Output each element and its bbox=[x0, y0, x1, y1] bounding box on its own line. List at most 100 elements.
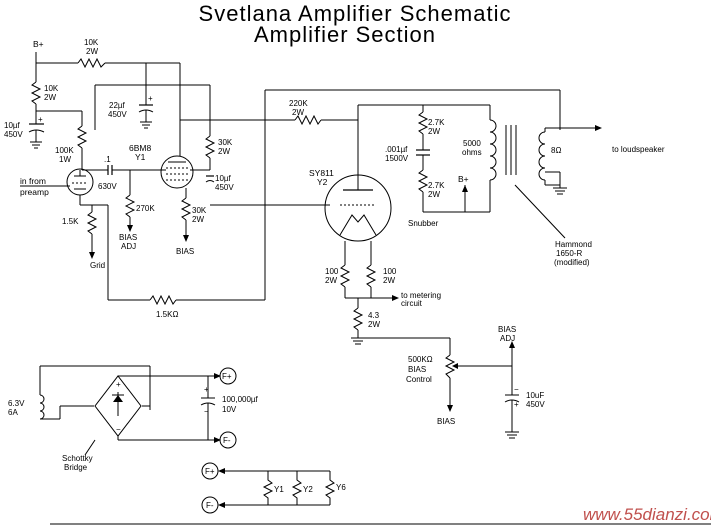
label-bplus-top: B+ bbox=[33, 39, 44, 49]
label-bridge: Bridge bbox=[64, 463, 88, 472]
bias-control bbox=[360, 337, 520, 439]
label-snubber: Snubber bbox=[408, 219, 439, 228]
label-6a: 6A bbox=[8, 408, 18, 417]
label-y2-heater: Y2 bbox=[303, 485, 313, 494]
label-bias-bottom: BIAS bbox=[437, 417, 455, 426]
capacitor-10uf-left bbox=[28, 118, 45, 149]
resistor-1p5k bbox=[79, 195, 109, 300]
label-6bm8: 6BM8 bbox=[129, 143, 151, 153]
label-c01: .1 bbox=[104, 155, 111, 164]
label-r4p3: 4.3 bbox=[368, 311, 380, 320]
label-630v: 630V bbox=[98, 182, 117, 191]
label-r27k-b: 2.7K bbox=[428, 181, 445, 190]
label-to-metering-2: circuit bbox=[401, 299, 423, 308]
tube-6bm8 bbox=[94, 84, 211, 189]
label-r4p3-watt: 2W bbox=[368, 320, 380, 329]
label-r30k-top: 30K bbox=[218, 138, 233, 147]
label-pot-control: Control bbox=[406, 375, 432, 384]
capacitor-10uf-mid bbox=[205, 175, 215, 183]
tube-sy811 bbox=[324, 174, 392, 265]
cap-r-plus: + bbox=[514, 400, 519, 409]
label-6p3v: 6.3V bbox=[8, 399, 25, 408]
label-to-metering-1: to metering bbox=[401, 291, 441, 300]
label-fminus-1: F- bbox=[223, 436, 231, 445]
label-r100k: 100K bbox=[55, 146, 74, 155]
label-5000-ohms: ohms bbox=[462, 148, 482, 157]
label-bias-adj-2: ADJ bbox=[121, 242, 136, 251]
label-c10uf-left: 10µf bbox=[4, 121, 21, 130]
label-fminus-2: F- bbox=[206, 501, 214, 510]
title-line-2: Amplifier Section bbox=[254, 22, 436, 47]
snubber-network bbox=[358, 104, 490, 213]
label-schottky: Schottky bbox=[62, 454, 93, 463]
capacitor-22uf bbox=[138, 95, 154, 129]
label-r10k-left-watt: 2W bbox=[44, 93, 56, 102]
label-r10k-top-watt: 2W bbox=[86, 47, 98, 56]
bridge-minus: − bbox=[116, 425, 121, 434]
label-sy811: SY811 bbox=[309, 168, 334, 178]
cap22-plus: + bbox=[148, 94, 153, 103]
label-bias-adj-r1: BIAS bbox=[498, 325, 516, 334]
label-y2: Y2 bbox=[317, 177, 328, 187]
label-r220k-watt: 2W bbox=[292, 108, 304, 117]
label-c10uf-left-volt: 450V bbox=[4, 130, 23, 139]
label-to-loudspeaker: to loudspeaker bbox=[612, 145, 665, 154]
label-r100k-watt: 1W bbox=[59, 155, 71, 164]
label-r30k-bot: 30K bbox=[192, 206, 207, 215]
label-hammond-1: Hammond bbox=[555, 240, 592, 249]
label-r27k-b-watt: 2W bbox=[428, 190, 440, 199]
label-c10uf-mid: 10µf bbox=[215, 174, 232, 183]
resistor-4p3 bbox=[351, 307, 365, 345]
label-bias-mid: BIAS bbox=[176, 247, 194, 256]
resistor-1p5kohm bbox=[108, 294, 265, 306]
label-pot-500k: 500KΩ bbox=[408, 355, 433, 364]
label-pot-bias: BIAS bbox=[408, 365, 426, 374]
cap100k-minus: − bbox=[204, 407, 209, 416]
label-c22uf: 22µf bbox=[109, 101, 126, 110]
filament-supply bbox=[39, 365, 237, 456]
label-c22uf-volt: 450V bbox=[108, 110, 127, 119]
tube-input-triode bbox=[66, 168, 94, 196]
label-hammond-2: 1650-R bbox=[556, 249, 582, 258]
label-y1-heater: Y1 bbox=[274, 485, 284, 494]
cap-r-minus: − bbox=[514, 385, 519, 394]
label-r100b: 100 bbox=[383, 267, 397, 276]
label-fplus-1: F+ bbox=[222, 372, 232, 381]
label-grid: Grid bbox=[90, 261, 105, 270]
cap100k-plus: + bbox=[204, 385, 209, 394]
label-y1: Y1 bbox=[135, 152, 146, 162]
resistor-220k-and-loop bbox=[180, 89, 561, 300]
label-r30k-top-watt: 2W bbox=[218, 147, 230, 156]
label-r10k-top: 10K bbox=[84, 38, 99, 47]
label-r10k-left: 10K bbox=[44, 84, 59, 93]
bridge-plus: + bbox=[116, 380, 121, 389]
label-c10uf-r: 10uF bbox=[526, 391, 544, 400]
label-r100b-watt: 2W bbox=[383, 276, 395, 285]
label-r30k-bot-watt: 2W bbox=[192, 215, 204, 224]
label-fplus-2: F+ bbox=[205, 467, 215, 476]
watermark: www.55dianzi.com bbox=[583, 505, 711, 524]
title-line-1: Svetlana Amplifier Schematic bbox=[199, 1, 512, 26]
resistor-270k bbox=[124, 170, 136, 232]
label-r27k-a: 2.7K bbox=[428, 118, 445, 127]
label-r220k: 220K bbox=[289, 99, 308, 108]
label-preamp: preamp bbox=[20, 187, 49, 197]
resistor-30k-bottom bbox=[180, 188, 192, 242]
label-c001: .001µf bbox=[385, 145, 408, 154]
label-r100a-watt: 2W bbox=[325, 276, 337, 285]
resistor-10k-left bbox=[30, 63, 82, 118]
hammond-leader bbox=[514, 184, 566, 239]
label-r27k-a-watt: 2W bbox=[428, 127, 440, 136]
label-c100000-volt: 10V bbox=[222, 405, 237, 414]
label-r270k: 270K bbox=[136, 204, 155, 213]
label-c10uf-r-volt: 450V bbox=[526, 400, 545, 409]
label-r1p5kohm: 1.5KΩ bbox=[156, 310, 178, 319]
label-y6-heater: Y6 bbox=[336, 483, 346, 492]
label-c10uf-mid-volt: 450V bbox=[215, 183, 234, 192]
output-transformer bbox=[489, 105, 602, 212]
cap-plus-sign: + bbox=[38, 115, 43, 124]
capacitor-01 bbox=[107, 165, 150, 175]
label-bplus-mid: B+ bbox=[458, 174, 469, 184]
